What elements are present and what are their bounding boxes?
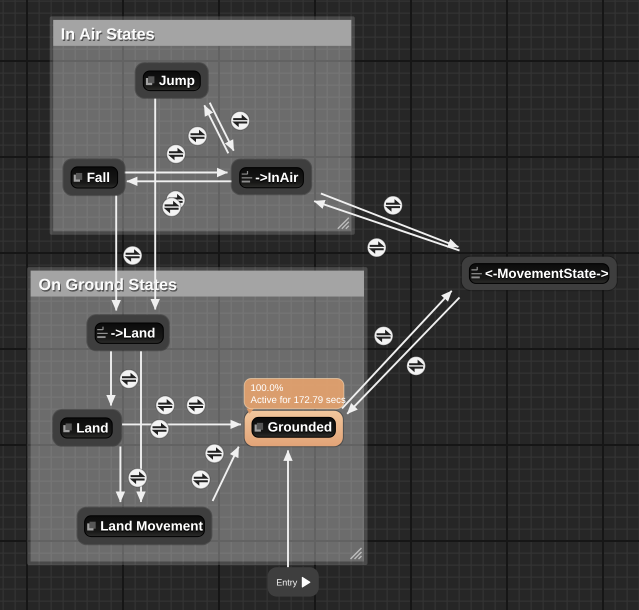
svg-text:->Land: ->Land <box>111 326 156 341</box>
svg-text:Land Movement: Land Movement <box>100 519 203 534</box>
svg-text:Jump: Jump <box>159 74 195 89</box>
svg-text:Fall: Fall <box>87 170 110 185</box>
svg-text:<-MovementState->: <-MovementState-> <box>485 266 609 281</box>
svg-text:<-MovementState->: <-MovementState-> <box>485 267 609 282</box>
svg-text:Entry: Entry <box>276 577 298 587</box>
svg-text:->Land: ->Land <box>111 327 156 342</box>
svg-text:Land: Land <box>76 420 108 435</box>
svg-text:On Ground States: On Ground States <box>40 278 179 296</box>
svg-text:Jump: Jump <box>159 73 195 88</box>
svg-text:->InAir: ->InAir <box>255 171 299 186</box>
svg-text:Land Movement: Land Movement <box>100 520 203 535</box>
svg-text:In Air States: In Air States <box>61 25 155 43</box>
svg-text:In Air States: In Air States <box>62 27 156 45</box>
svg-text:Active for 172.79 secs: Active for 172.79 secs <box>251 395 346 406</box>
svg-text:Land: Land <box>76 422 108 437</box>
svg-text:->InAir: ->InAir <box>255 170 299 185</box>
svg-text:Grounded: Grounded <box>268 421 333 436</box>
svg-text:On Ground States: On Ground States <box>39 276 178 294</box>
svg-text:100.0%: 100.0% <box>251 383 284 394</box>
svg-text:Fall: Fall <box>87 171 110 186</box>
svg-text:Grounded: Grounded <box>268 420 333 435</box>
